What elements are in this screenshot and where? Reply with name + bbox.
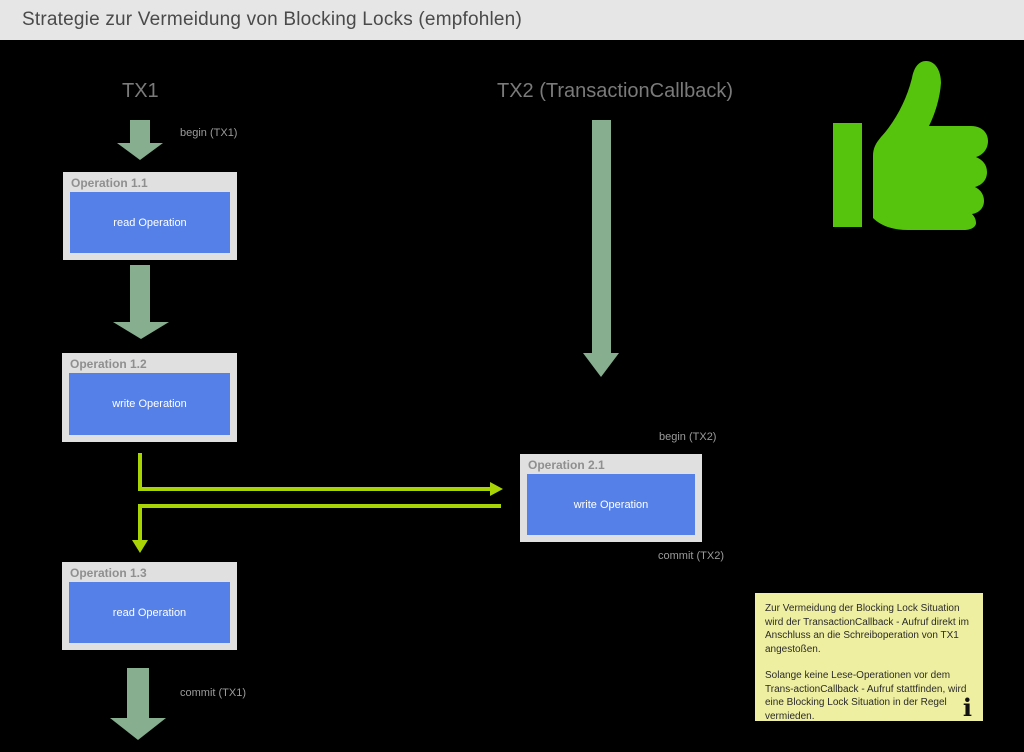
- operation-2-1-body: write Operation: [527, 474, 695, 535]
- thumbs-up-graphic: [833, 61, 988, 230]
- operation-1-3-title: Operation 1.3: [70, 566, 147, 580]
- connector-horizontal: [140, 504, 501, 508]
- thumbs-up-icon: [833, 58, 990, 230]
- operation-1-1-body: read Operation: [70, 192, 230, 253]
- operation-1-2-title: Operation 1.2: [70, 357, 147, 371]
- note-box: Zur Vermeidung der Blocking Lock Situati…: [755, 593, 983, 723]
- operation-1-1-box: Operation 1.1 read Operation: [63, 172, 237, 260]
- title-bar: Strategie zur Vermeidung von Blocking Lo…: [0, 0, 1024, 40]
- commit-tx2-label: commit (TX2): [658, 550, 724, 562]
- arrow-shaft: [130, 265, 150, 322]
- begin-tx2-label: begin (TX2): [659, 431, 717, 443]
- commit-tx1-label: commit (TX1): [180, 687, 246, 699]
- begin-tx1-label: begin (TX1): [180, 127, 238, 139]
- connector-vertical: [138, 453, 142, 491]
- connector-arrow-head: [490, 482, 506, 496]
- operation-1-3-body: read Operation: [69, 582, 230, 643]
- connector-horizontal: [138, 487, 490, 491]
- operation-2-1-box: Operation 2.1 write Operation: [520, 454, 702, 542]
- arrow-shaft: [127, 668, 149, 718]
- page-title: Strategie zur Vermeidung von Blocking Lo…: [22, 9, 522, 30]
- connector-vertical: [138, 504, 142, 540]
- operation-2-1-title: Operation 2.1: [528, 458, 605, 472]
- arrow-shaft: [592, 120, 611, 353]
- tx2-heading: TX2 (TransactionCallback): [497, 80, 734, 102]
- operation-1-2-box: Operation 1.2 write Operation: [62, 353, 237, 442]
- connector-arrow-head: [132, 540, 148, 556]
- note-paragraph-1: Zur Vermeidung der Blocking Lock Situati…: [765, 603, 969, 655]
- arrow-head: [113, 322, 169, 342]
- operation-1-1-title: Operation 1.1: [71, 176, 148, 190]
- arrow-shaft: [130, 120, 150, 143]
- arrow-head: [117, 143, 163, 163]
- arrow-head: [110, 718, 166, 743]
- tx1-heading: TX1: [122, 80, 159, 102]
- operation-1-3-box: Operation 1.3 read Operation: [62, 562, 237, 650]
- note-paragraph-2: Solange keine Lese-Operationen vor dem T…: [765, 670, 967, 722]
- operation-1-2-body: write Operation: [69, 373, 230, 435]
- arrow-head: [583, 353, 619, 380]
- info-icon: i: [962, 693, 972, 723]
